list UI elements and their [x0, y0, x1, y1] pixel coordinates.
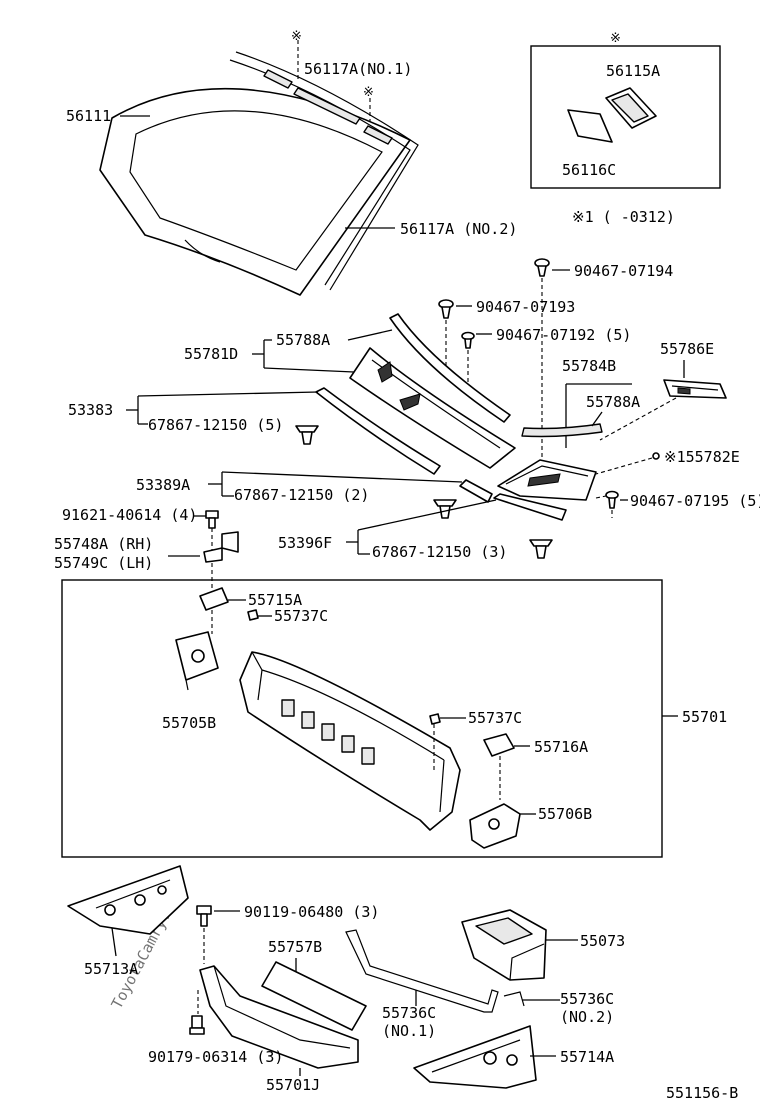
bracket-55705B	[175, 631, 219, 691]
label-56111: 56111	[66, 107, 111, 125]
label-55716A: 55716A	[534, 738, 588, 756]
note-mark-box: ※	[610, 31, 621, 46]
label-group-53383	[126, 391, 319, 425]
label-55706B: 55706B	[538, 805, 592, 823]
label-53383: 53383	[68, 401, 113, 419]
clip-67867-12150-c	[529, 539, 553, 559]
label-90467-07193: 90467-07193	[476, 298, 575, 316]
seal-53383	[315, 387, 441, 475]
label-group-55781D	[252, 329, 393, 373]
cowl-panel-55701	[239, 651, 461, 831]
label-55748A: 55748A (RH)	[54, 535, 153, 553]
label-90467-07195: 90467-07195 (5)	[630, 492, 760, 510]
panel-55701J	[199, 965, 359, 1069]
label-55737C-upper: 55737C	[274, 607, 328, 625]
clip-67867-12150-b	[433, 499, 457, 519]
clip-90467-07194	[534, 258, 550, 277]
bracket-55786E	[663, 379, 727, 399]
clip-90467-07192	[461, 331, 475, 349]
label-55713A: 55713A	[84, 960, 138, 978]
label-55757B: 55757B	[268, 938, 322, 956]
rod-55736C-no1	[345, 929, 499, 1013]
label-55788A-upper: 55788A	[276, 331, 330, 349]
label-90467-07194: 90467-07194	[574, 262, 673, 280]
label-90119-06480: 90119-06480 (3)	[244, 903, 379, 921]
label-67867-12150-3: 67867-12150 (3)	[372, 543, 507, 561]
molding-56117A-no2	[229, 51, 419, 291]
bracket-55748A	[203, 531, 239, 563]
duct-55073	[461, 909, 547, 981]
clip-90467-07193	[438, 299, 454, 319]
insulator-55757B	[261, 961, 367, 1031]
label-55737C-lower: 55737C	[468, 709, 522, 727]
label-55701J: 55701J	[266, 1076, 320, 1094]
label-56116C: 56116C	[562, 161, 616, 179]
louver-55788A-lower	[521, 423, 603, 438]
note-mark-b: ※	[363, 85, 374, 100]
label-55701: 55701	[682, 708, 727, 726]
label-53396F: 53396F	[278, 534, 332, 552]
bolt-90119-06480	[196, 905, 212, 927]
louver-55784B	[497, 459, 597, 501]
label-55705B: 55705B	[162, 714, 216, 732]
label-55715A: 55715A	[248, 591, 302, 609]
bracket-55706B	[469, 803, 521, 849]
bracket-55715A	[199, 587, 229, 611]
molding-56117A-no1	[263, 69, 393, 145]
tape-56116C	[567, 109, 613, 143]
clip-55782E	[652, 452, 660, 460]
label-56117A-no2: 56117A (NO.2)	[400, 220, 517, 238]
label-56117A-no1: 56117A(NO.1)	[304, 60, 412, 78]
panel-55714A	[413, 1025, 537, 1089]
label-group-53396F	[346, 499, 497, 555]
bracket-55716A	[483, 733, 515, 757]
panel-55713A	[67, 865, 189, 935]
clip-67867-12150-a	[295, 425, 319, 445]
label-55782E: ※155782E	[664, 448, 740, 466]
bolt-90179-06314	[189, 1015, 205, 1035]
label-55736C-no2: 55736C	[560, 990, 614, 1008]
label-55786E: 55786E	[660, 340, 714, 358]
label-56115A: 56115A	[606, 62, 660, 80]
kit-box	[530, 45, 721, 189]
label-55736C-no1: 55736C	[382, 1004, 436, 1022]
label-55788A-lower: 55788A	[586, 393, 640, 411]
label-55736C-no1-sub: (NO.1)	[382, 1022, 436, 1040]
label-53389A: 53389A	[136, 476, 190, 494]
bolt-91621-40614	[205, 510, 219, 529]
diagram-id: 551156-B	[666, 1084, 738, 1102]
seal-53389A	[459, 479, 493, 503]
louver-55781D	[349, 347, 516, 469]
note-text: ※1 ( -0312)	[572, 208, 675, 226]
label-55073: 55073	[580, 932, 625, 950]
clip-56115A	[605, 87, 657, 129]
rod-55736C-no2	[503, 991, 525, 1007]
label-90467-07192: 90467-07192 (5)	[496, 326, 631, 344]
label-55781D: 55781D	[184, 345, 238, 363]
label-67867-12150-2: 67867-12150 (2)	[234, 486, 369, 504]
note-mark-a: ※	[291, 29, 302, 44]
seal-53396F	[493, 493, 567, 521]
label-67867-12150-5: 67867-12150 (5)	[148, 416, 283, 434]
louver-55788A-upper	[389, 313, 511, 423]
label-91621-40614: 91621-40614 (4)	[62, 506, 197, 524]
assembly-frame-55701	[61, 579, 663, 858]
label-55714A: 55714A	[560, 1048, 614, 1066]
label-55784B: 55784B	[562, 357, 616, 375]
label-90179-06314: 90179-06314 (3)	[148, 1048, 283, 1066]
clip-90467-07195	[605, 490, 619, 509]
label-55749C: 55749C (LH)	[54, 554, 153, 572]
clip-55737C-upper	[247, 609, 259, 621]
windshield-glass	[99, 87, 411, 296]
clip-55737C-lower	[429, 713, 441, 725]
label-group-53389A	[208, 471, 463, 497]
label-55736C-no2-sub: (NO.2)	[560, 1008, 614, 1026]
